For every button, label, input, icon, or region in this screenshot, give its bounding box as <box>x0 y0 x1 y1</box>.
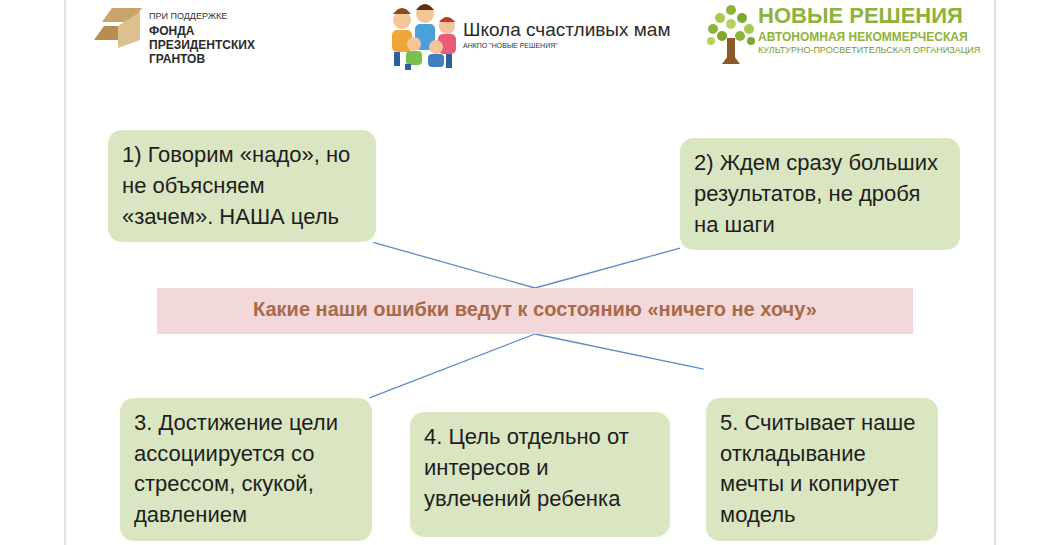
box-text: 1) Говорим «надо», но не объясняем «заче… <box>122 140 362 232</box>
logo-text: АВТОНОМНАЯ НЕКОММЕРЧЕСКАЯ <box>758 31 968 44</box>
logo-text: ГРАНТОВ <box>149 53 205 66</box>
logo-text: КУЛЬТУРНО-ПРОСВЕТИТЕЛЬСКАЯ ОРГАНИЗАЦИЯ <box>758 46 980 56</box>
mistake-box: 4. Цель отдельно от интересов и увлечени… <box>410 412 670 537</box>
children-illustration <box>392 4 456 70</box>
box-text: Какие наши ошибки ведут к состоянию «нич… <box>167 297 903 321</box>
connector-line <box>369 334 535 398</box>
logo-text: ФОНДА <box>149 25 194 38</box>
box-text: 3. Достижение цели ассоциируется со стре… <box>134 408 358 531</box>
logo-text: АНКПО "НОВЫЕ РЕШЕНИЯ" <box>463 42 558 50</box>
connector-line <box>535 334 704 369</box>
mistake-box: 3. Достижение цели ассоциируется со стре… <box>120 398 372 541</box>
logo-text: НОВЫЕ РЕШЕНИЯ <box>758 4 963 28</box>
grant-fund-logo <box>94 8 142 48</box>
mistake-box: 5. Считывает наше откладывание мечты и к… <box>706 398 938 541</box>
logo-text: ПРИ ПОДДЕРЖКЕ <box>149 12 227 22</box>
box-text: 5. Считывает наше откладывание мечты и к… <box>720 408 924 531</box>
connector-line <box>535 248 680 288</box>
box-text: 2) Ждем сразу больших результатов, не др… <box>694 148 946 240</box>
page-edge <box>64 0 66 545</box>
box-text: 4. Цель отдельно от интересов и увлечени… <box>424 422 656 514</box>
tree-logo <box>707 5 755 64</box>
mistake-box: 1) Говорим «надо», но не объясняем «заче… <box>108 130 376 242</box>
page-edge <box>994 0 996 545</box>
connector-line <box>373 242 535 288</box>
logo-text: Школа счастливых мам <box>463 20 670 41</box>
mistake-box: 2) Ждем сразу больших результатов, не др… <box>680 138 960 250</box>
question-band: Какие наши ошибки ведут к состоянию «нич… <box>157 288 913 334</box>
logo-text: ПРЕЗИДЕНТСКИХ <box>149 39 255 52</box>
